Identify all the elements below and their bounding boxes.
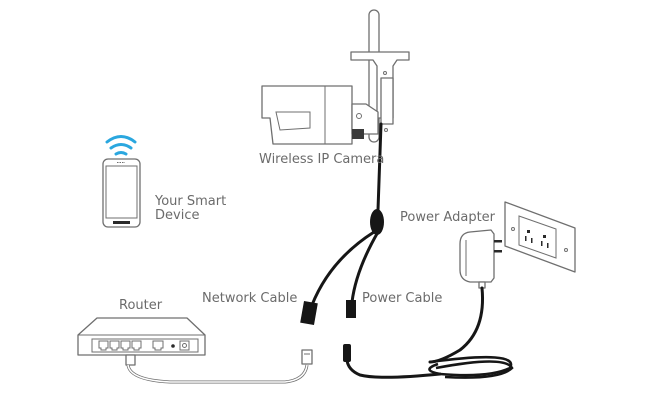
ethernet-plug <box>301 349 313 365</box>
power-cable-label: Power Cable <box>362 291 443 306</box>
power-cable-connector <box>346 300 356 318</box>
router-led <box>171 344 175 348</box>
wall-outlet-icon <box>504 201 576 273</box>
smart-device <box>102 135 141 228</box>
camera-icon <box>261 9 410 145</box>
camera-post <box>380 77 394 125</box>
router-wan-port <box>152 340 164 351</box>
router-lan-ports <box>98 340 142 351</box>
camera-connector <box>352 129 364 139</box>
cable-splitter <box>370 209 384 235</box>
network-cable-label: Network Cable <box>202 291 298 306</box>
camera-body <box>261 85 353 145</box>
smart-device-label-line2: Device <box>155 208 200 223</box>
smartphone-icon <box>102 158 141 228</box>
power-adapter-icon <box>459 229 502 289</box>
wifi-icon <box>105 135 137 156</box>
power-jack-connector <box>343 344 351 362</box>
router-power-jack <box>179 340 190 351</box>
power-cable-line <box>350 230 380 304</box>
camera-label: Wireless IP Camera <box>259 152 385 167</box>
camera-cable <box>300 122 384 326</box>
power-adapter-label: Power Adapter <box>400 210 496 225</box>
smart-device-label-line1: Your Smart <box>155 194 227 209</box>
network-cable-line <box>310 230 376 307</box>
network-cable-connector <box>300 300 318 326</box>
router-label: Router <box>119 298 163 313</box>
router-icon <box>77 317 206 356</box>
router-ethernet-cable <box>125 349 313 384</box>
power-adapter-cable <box>343 286 514 379</box>
